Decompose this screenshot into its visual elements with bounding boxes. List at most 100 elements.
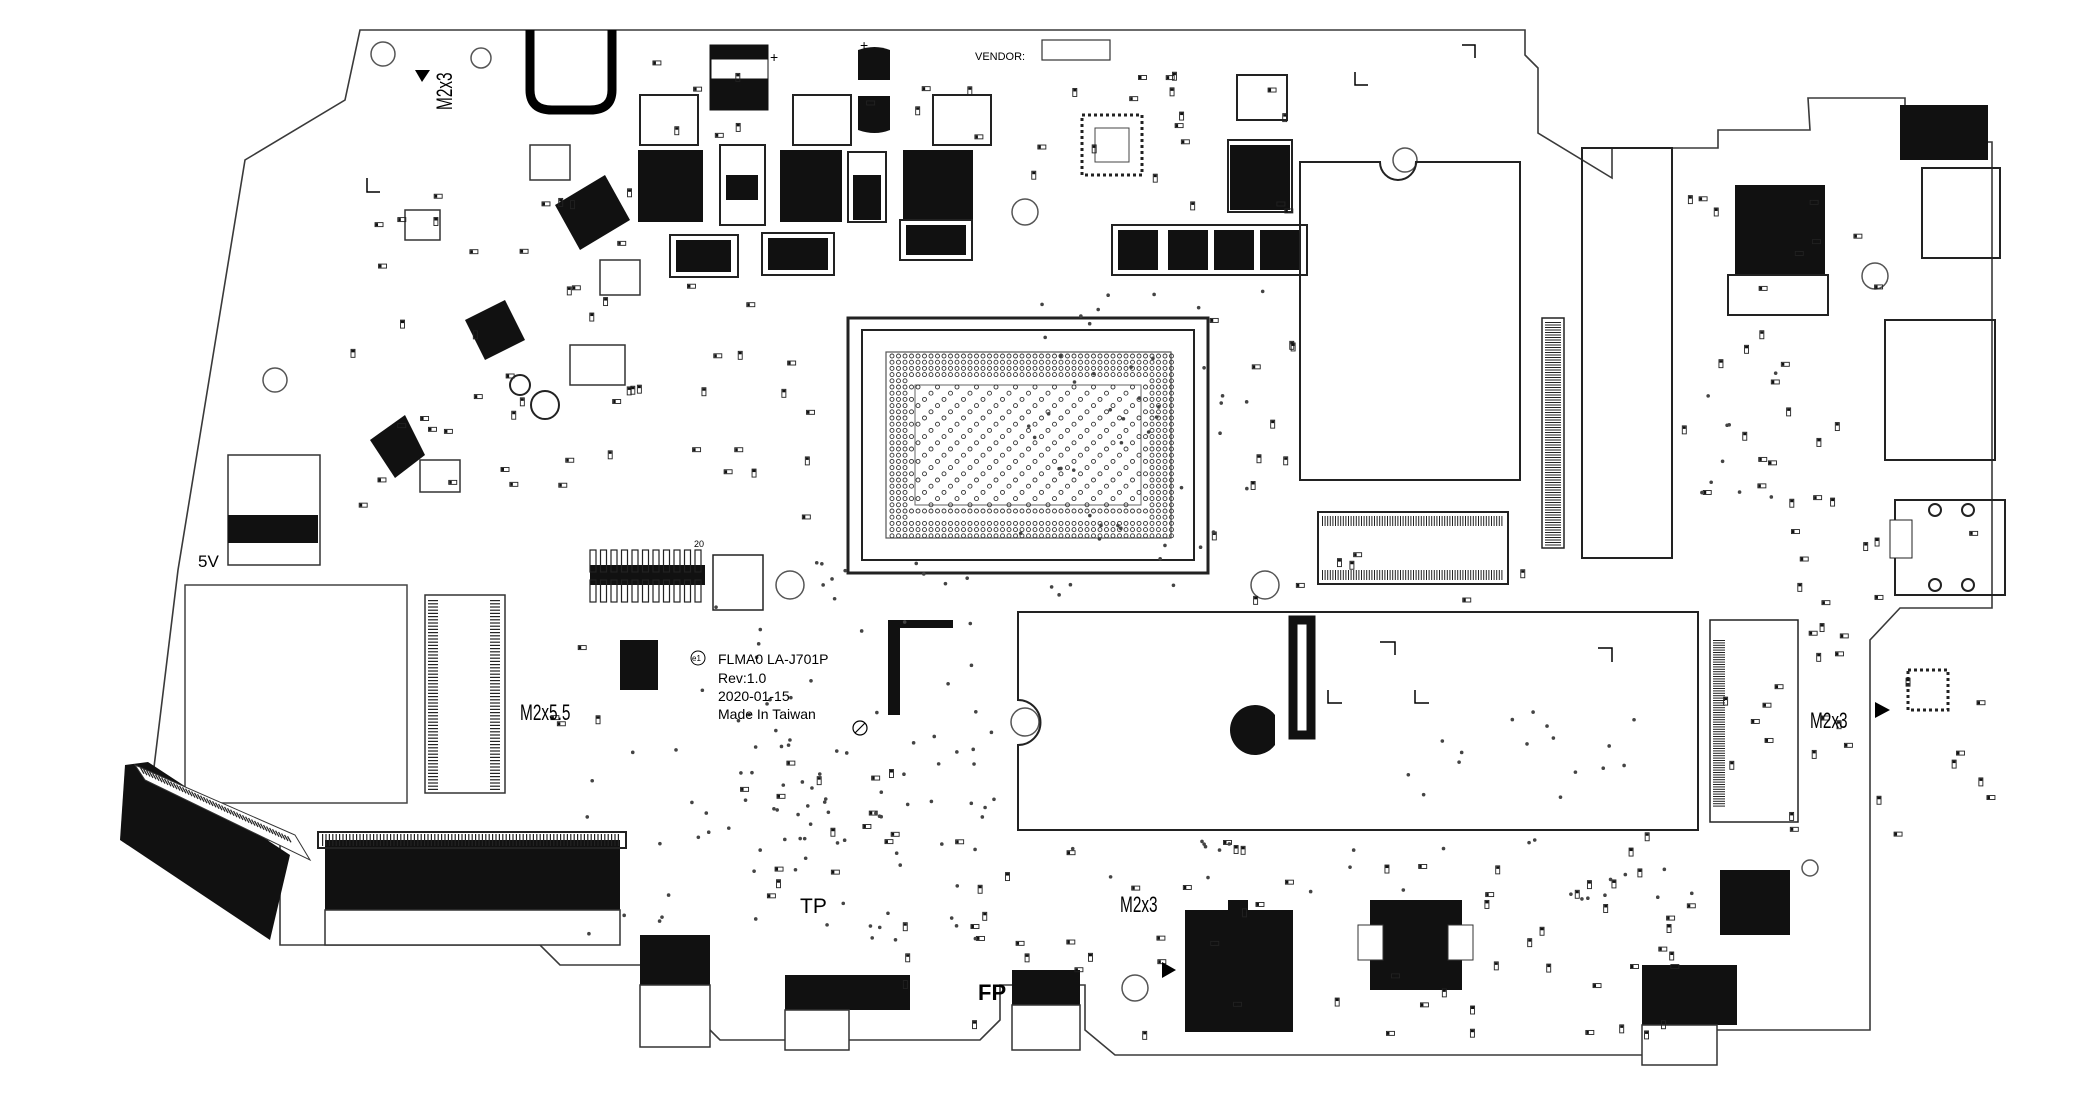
passive-component xyxy=(500,466,510,472)
bga-ball xyxy=(1149,390,1155,396)
slot-pin xyxy=(1713,733,1725,735)
via xyxy=(894,851,899,855)
passive-component xyxy=(830,869,840,875)
ic-pin xyxy=(673,549,681,573)
via xyxy=(1079,314,1083,318)
passive-component xyxy=(674,126,680,136)
bga-ball xyxy=(1097,365,1103,371)
bga-ball xyxy=(1065,359,1070,365)
bga-ball xyxy=(1000,365,1005,371)
flex-pin xyxy=(437,834,439,846)
bga-ball xyxy=(1045,508,1051,514)
slot-pin xyxy=(1713,661,1725,663)
slot-pin xyxy=(1545,414,1561,416)
bga-ball xyxy=(993,527,999,533)
bga-ball xyxy=(889,403,895,409)
bga-ball xyxy=(941,533,947,539)
slot-pin xyxy=(1353,570,1355,580)
passive-component xyxy=(1809,199,1819,205)
passive-component xyxy=(1764,737,1774,743)
bga-ball xyxy=(1091,520,1096,526)
passive-component xyxy=(433,217,439,226)
via xyxy=(786,743,791,747)
passive-component xyxy=(1334,997,1340,1007)
bga-ball xyxy=(1032,520,1038,526)
bga-ball xyxy=(909,496,914,502)
screw-arrow-bottom xyxy=(1162,962,1176,978)
bga-ball xyxy=(1000,489,1005,495)
flex-pin xyxy=(188,789,193,797)
bga-ball xyxy=(1143,372,1148,378)
bga-ball xyxy=(935,359,940,365)
bga-ball xyxy=(1039,533,1044,539)
slot-pin xyxy=(1475,570,1477,580)
solder-pad xyxy=(1234,846,1238,849)
via xyxy=(810,786,814,790)
slot-pin xyxy=(1713,769,1725,771)
bga-ball xyxy=(1143,434,1148,440)
passive-component xyxy=(1223,840,1232,845)
bga-ball xyxy=(935,353,940,359)
passive-component xyxy=(1462,597,1472,603)
bga-ball xyxy=(1117,359,1122,365)
solder-pad xyxy=(1682,426,1686,429)
slot-pin xyxy=(1392,516,1394,526)
bga-ball xyxy=(954,384,960,390)
slot-pin xyxy=(1350,516,1352,526)
passive-component xyxy=(972,1020,977,1030)
bga-ball xyxy=(961,533,966,539)
bga-ball xyxy=(1013,421,1018,427)
passive-component xyxy=(1586,880,1592,890)
bga-ball xyxy=(902,514,908,520)
slot-pin xyxy=(1329,570,1331,580)
bga-ball xyxy=(1162,434,1168,440)
slot-pin xyxy=(1545,454,1561,456)
passive-component xyxy=(1210,940,1220,946)
bga-ball xyxy=(980,452,986,458)
bga-ball xyxy=(915,403,921,409)
solder-pad xyxy=(1831,498,1835,502)
slot-pin xyxy=(1545,332,1561,333)
flex-pin xyxy=(430,834,432,846)
bga-ball xyxy=(1026,409,1031,415)
ic-pin xyxy=(683,549,692,573)
slot-pin xyxy=(1713,750,1725,752)
slot-pin xyxy=(428,718,438,720)
slot-pin xyxy=(1545,479,1561,481)
vendor-label: VENDOR: xyxy=(975,51,1025,63)
slot-pin xyxy=(428,715,438,717)
board-model: FLMA0 LA-J701P xyxy=(718,651,829,667)
via xyxy=(842,838,847,843)
via xyxy=(969,801,974,806)
bga-ball xyxy=(954,365,960,371)
solder-pad xyxy=(1812,750,1816,754)
bga-ball xyxy=(1026,527,1031,533)
bga-ball xyxy=(1000,415,1005,421)
slot-pin xyxy=(490,606,500,608)
flex-pin xyxy=(492,834,494,846)
bga-ball xyxy=(1156,514,1161,520)
bga-ball xyxy=(896,396,901,402)
passive-component xyxy=(1791,529,1800,535)
via xyxy=(969,663,974,668)
bga-ball xyxy=(1162,446,1168,452)
bga-ball xyxy=(1169,390,1174,396)
bga-ball xyxy=(1097,415,1103,421)
solder-pad xyxy=(788,361,791,365)
bga-ball xyxy=(889,502,895,508)
passive-component xyxy=(1253,595,1259,605)
bga-ball xyxy=(974,359,979,365)
via xyxy=(772,806,776,811)
bga-ball xyxy=(1149,434,1155,440)
passive-component xyxy=(617,240,627,246)
bga-ball xyxy=(902,502,908,508)
slot-pin xyxy=(1501,516,1503,526)
bga-ball xyxy=(941,471,947,477)
slot-pin xyxy=(1493,570,1495,580)
slot-pin xyxy=(1545,427,1561,428)
solder-pad xyxy=(1587,881,1591,884)
slot-pin xyxy=(490,718,500,720)
bga-ball xyxy=(980,471,986,477)
via xyxy=(943,581,948,586)
via xyxy=(1709,480,1713,485)
